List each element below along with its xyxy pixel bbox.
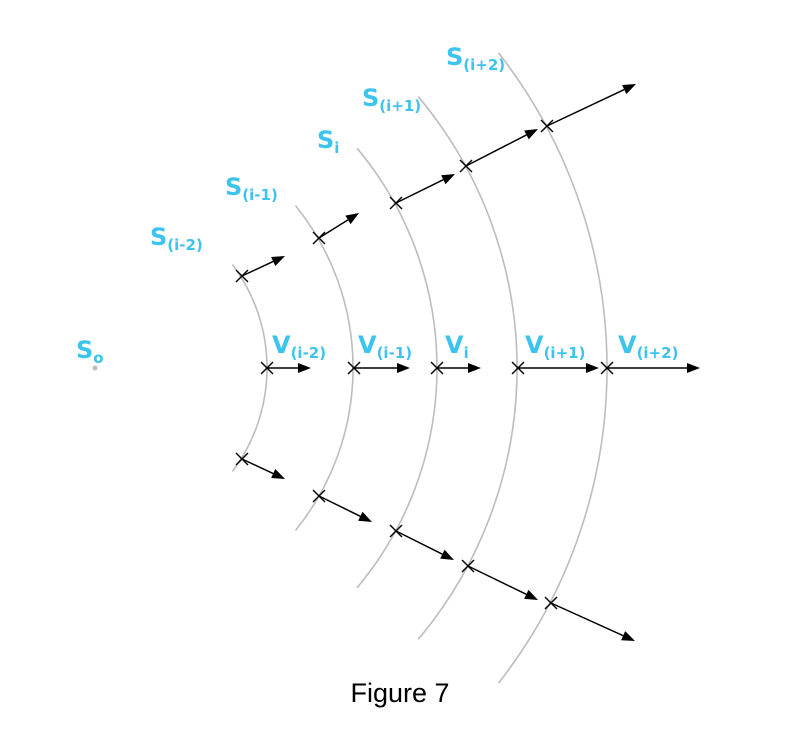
velocity-arrow-center-2: [354, 363, 410, 373]
surface-label-2: S(i-1): [225, 173, 278, 204]
velocity-arrow-upper-1: [241, 256, 285, 277]
figure-caption: Figure 7: [350, 678, 450, 708]
velocity-arrow-lower-3: [395, 530, 454, 560]
velocity-arrow-lower-5: [550, 602, 635, 641]
velocity-arrow-upper-5: [546, 84, 636, 127]
velocity-arrow-center-4: [518, 363, 599, 373]
intersection-mark-lower-3: [389, 524, 403, 538]
source-point: [92, 365, 98, 371]
velocity-arrow-lower-2: [318, 495, 372, 522]
wavefront-arc-2: [294, 205, 354, 531]
intersection-mark-upper-2: [312, 231, 326, 245]
velocity-arrow-center-5: [607, 363, 700, 373]
velocity-label-1: V(i-2): [272, 331, 326, 362]
labels: So S(i-2) S(i-1) Si S(i+1) S(i+2) V(i-2) V(i-1)…: [76, 43, 678, 371]
velocity-arrow-upper-2: [318, 213, 359, 239]
intersection-mark-center-5: [600, 361, 614, 375]
surface-label-5: S(i+2): [446, 43, 505, 74]
intersection-mark-upper-3: [389, 196, 403, 210]
intersection-mark-lower-4: [461, 559, 475, 573]
surface-label-3: Si: [317, 126, 339, 157]
velocity-label-5: V(i+2): [618, 331, 678, 362]
velocity-arrow-lower-4: [467, 565, 538, 600]
velocity-arrow-upper-4: [465, 129, 538, 167]
velocity-arrow-center-3: [437, 363, 481, 373]
intersection-mark-upper-1: [235, 269, 249, 283]
surface-label-1: S(i-2): [150, 223, 203, 254]
intersection-mark-upper-5: [540, 119, 554, 133]
wavefront-arc-1: [231, 264, 268, 472]
velocity-label-3: Vi: [445, 331, 469, 362]
intersection-mark-center-1: [260, 361, 274, 375]
intersection-mark-center-2: [347, 361, 361, 375]
intersection-marks: [235, 119, 614, 610]
surface-label-4: S(i+1): [362, 84, 421, 115]
velocity-arrow-lower-1: [241, 458, 285, 479]
source-label: So: [76, 336, 104, 367]
velocity-arrow-upper-3: [395, 174, 455, 204]
intersection-mark-upper-4: [459, 159, 473, 173]
velocity-arrow-center-1: [267, 363, 311, 373]
intersection-mark-center-4: [511, 361, 525, 375]
velocity-label-2: V(i-1): [358, 331, 412, 362]
intersection-mark-center-3: [430, 361, 444, 375]
velocity-vectors: [241, 84, 700, 641]
intersection-mark-lower-1: [235, 452, 249, 466]
intersection-mark-lower-2: [312, 489, 326, 503]
intersection-mark-lower-5: [544, 596, 558, 610]
velocity-label-4: V(i+1): [525, 331, 585, 362]
